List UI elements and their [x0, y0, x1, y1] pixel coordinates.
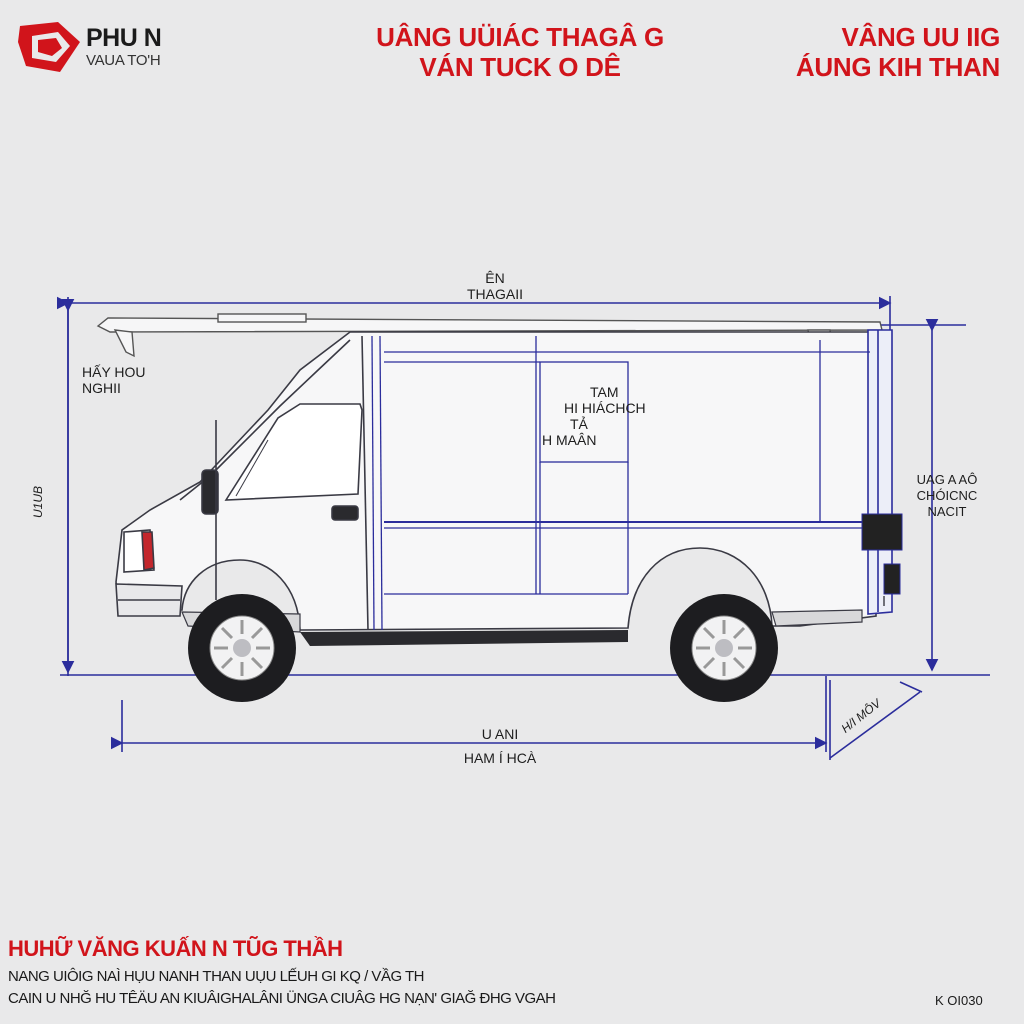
wheelbase-line1: U ANI — [481, 726, 519, 742]
rear-height-label: UAG A AÔ CHÓICNC NACIT — [914, 472, 980, 520]
rear-line1: UAG A AÔ — [916, 472, 978, 487]
wheelbase-line2: HAM Í HCÀ — [463, 750, 537, 766]
door-handle — [331, 505, 359, 521]
header-right-line1: VÂNG UU IIG — [841, 22, 1001, 52]
height-left-line1: HẤY HOU — [82, 364, 146, 380]
dimension-lines — [56, 296, 990, 760]
header-center-line2: VÁN TUCK O DÊ — [419, 52, 621, 82]
rear-line3: NACIT — [927, 504, 967, 519]
cargo-line3: TẢ — [570, 416, 588, 432]
overall-length-line1: ÊN — [485, 270, 505, 286]
cargo-door-window — [539, 361, 629, 463]
side-skirt — [300, 630, 628, 646]
overall-length-line2: THAGAII — [466, 286, 523, 302]
height-left-line2: NGHII — [82, 380, 121, 396]
footer-title: HUHỮ VĂNG KUẤN N TŨG THẦH — [8, 936, 343, 961]
mirror — [201, 469, 219, 515]
wheelbase-label: U ANI HAM Í HCÀ — [460, 726, 540, 766]
brand-tagline: VAUA TO'H — [86, 52, 161, 69]
footer-line2: CAIN U NHĞ HU TÊÄU AN KIUÂIGHALÂNI ÜNGA … — [8, 990, 556, 1007]
height-vertical-label: U1UB — [31, 485, 46, 519]
rear-light-block — [861, 513, 903, 595]
cargo-section — [371, 335, 870, 631]
windshield — [179, 339, 351, 501]
cargo-line1: TAM — [590, 384, 619, 400]
rear-wheel — [670, 594, 778, 702]
van-body — [115, 329, 893, 631]
roof-rack — [96, 313, 883, 358]
height-left-label: HẤY HOU NGHII — [82, 364, 146, 396]
side-window — [224, 403, 363, 501]
header-right-line2: ÁUNG KIH THAN — [795, 52, 1000, 82]
front-wheel — [188, 594, 296, 702]
cargo-label: TAM HI HIÁCHCH TẢ H MAÂN — [540, 384, 666, 448]
header-center: UÂNG UÜIÁC THAGÂ G VÁN TUCK O DÊ — [360, 22, 680, 82]
rear-overhang-line — [829, 691, 921, 759]
footer-code: K OI030 — [935, 993, 983, 1008]
overall-length-label: ÊN THAGAII — [460, 270, 530, 302]
brand-logo-icon — [18, 22, 80, 72]
cargo-line2: HI HIÁCHCH — [564, 400, 646, 416]
rear-line2: CHÓICNC — [916, 488, 978, 503]
brand-name: PHU N — [86, 24, 162, 52]
cargo-line4: H MAÂN — [542, 432, 597, 448]
footer-line1: NANG UIÔIG NAÌ HỤU NANH THAN UỤU LẾUH GI… — [8, 968, 425, 985]
header-right: VÂNG UU IIG ÁUNG KIH THAN — [740, 22, 1020, 82]
cab-details — [115, 335, 369, 631]
header-center-line1: UÂNG UÜIÁC THAGÂ G — [376, 22, 664, 52]
